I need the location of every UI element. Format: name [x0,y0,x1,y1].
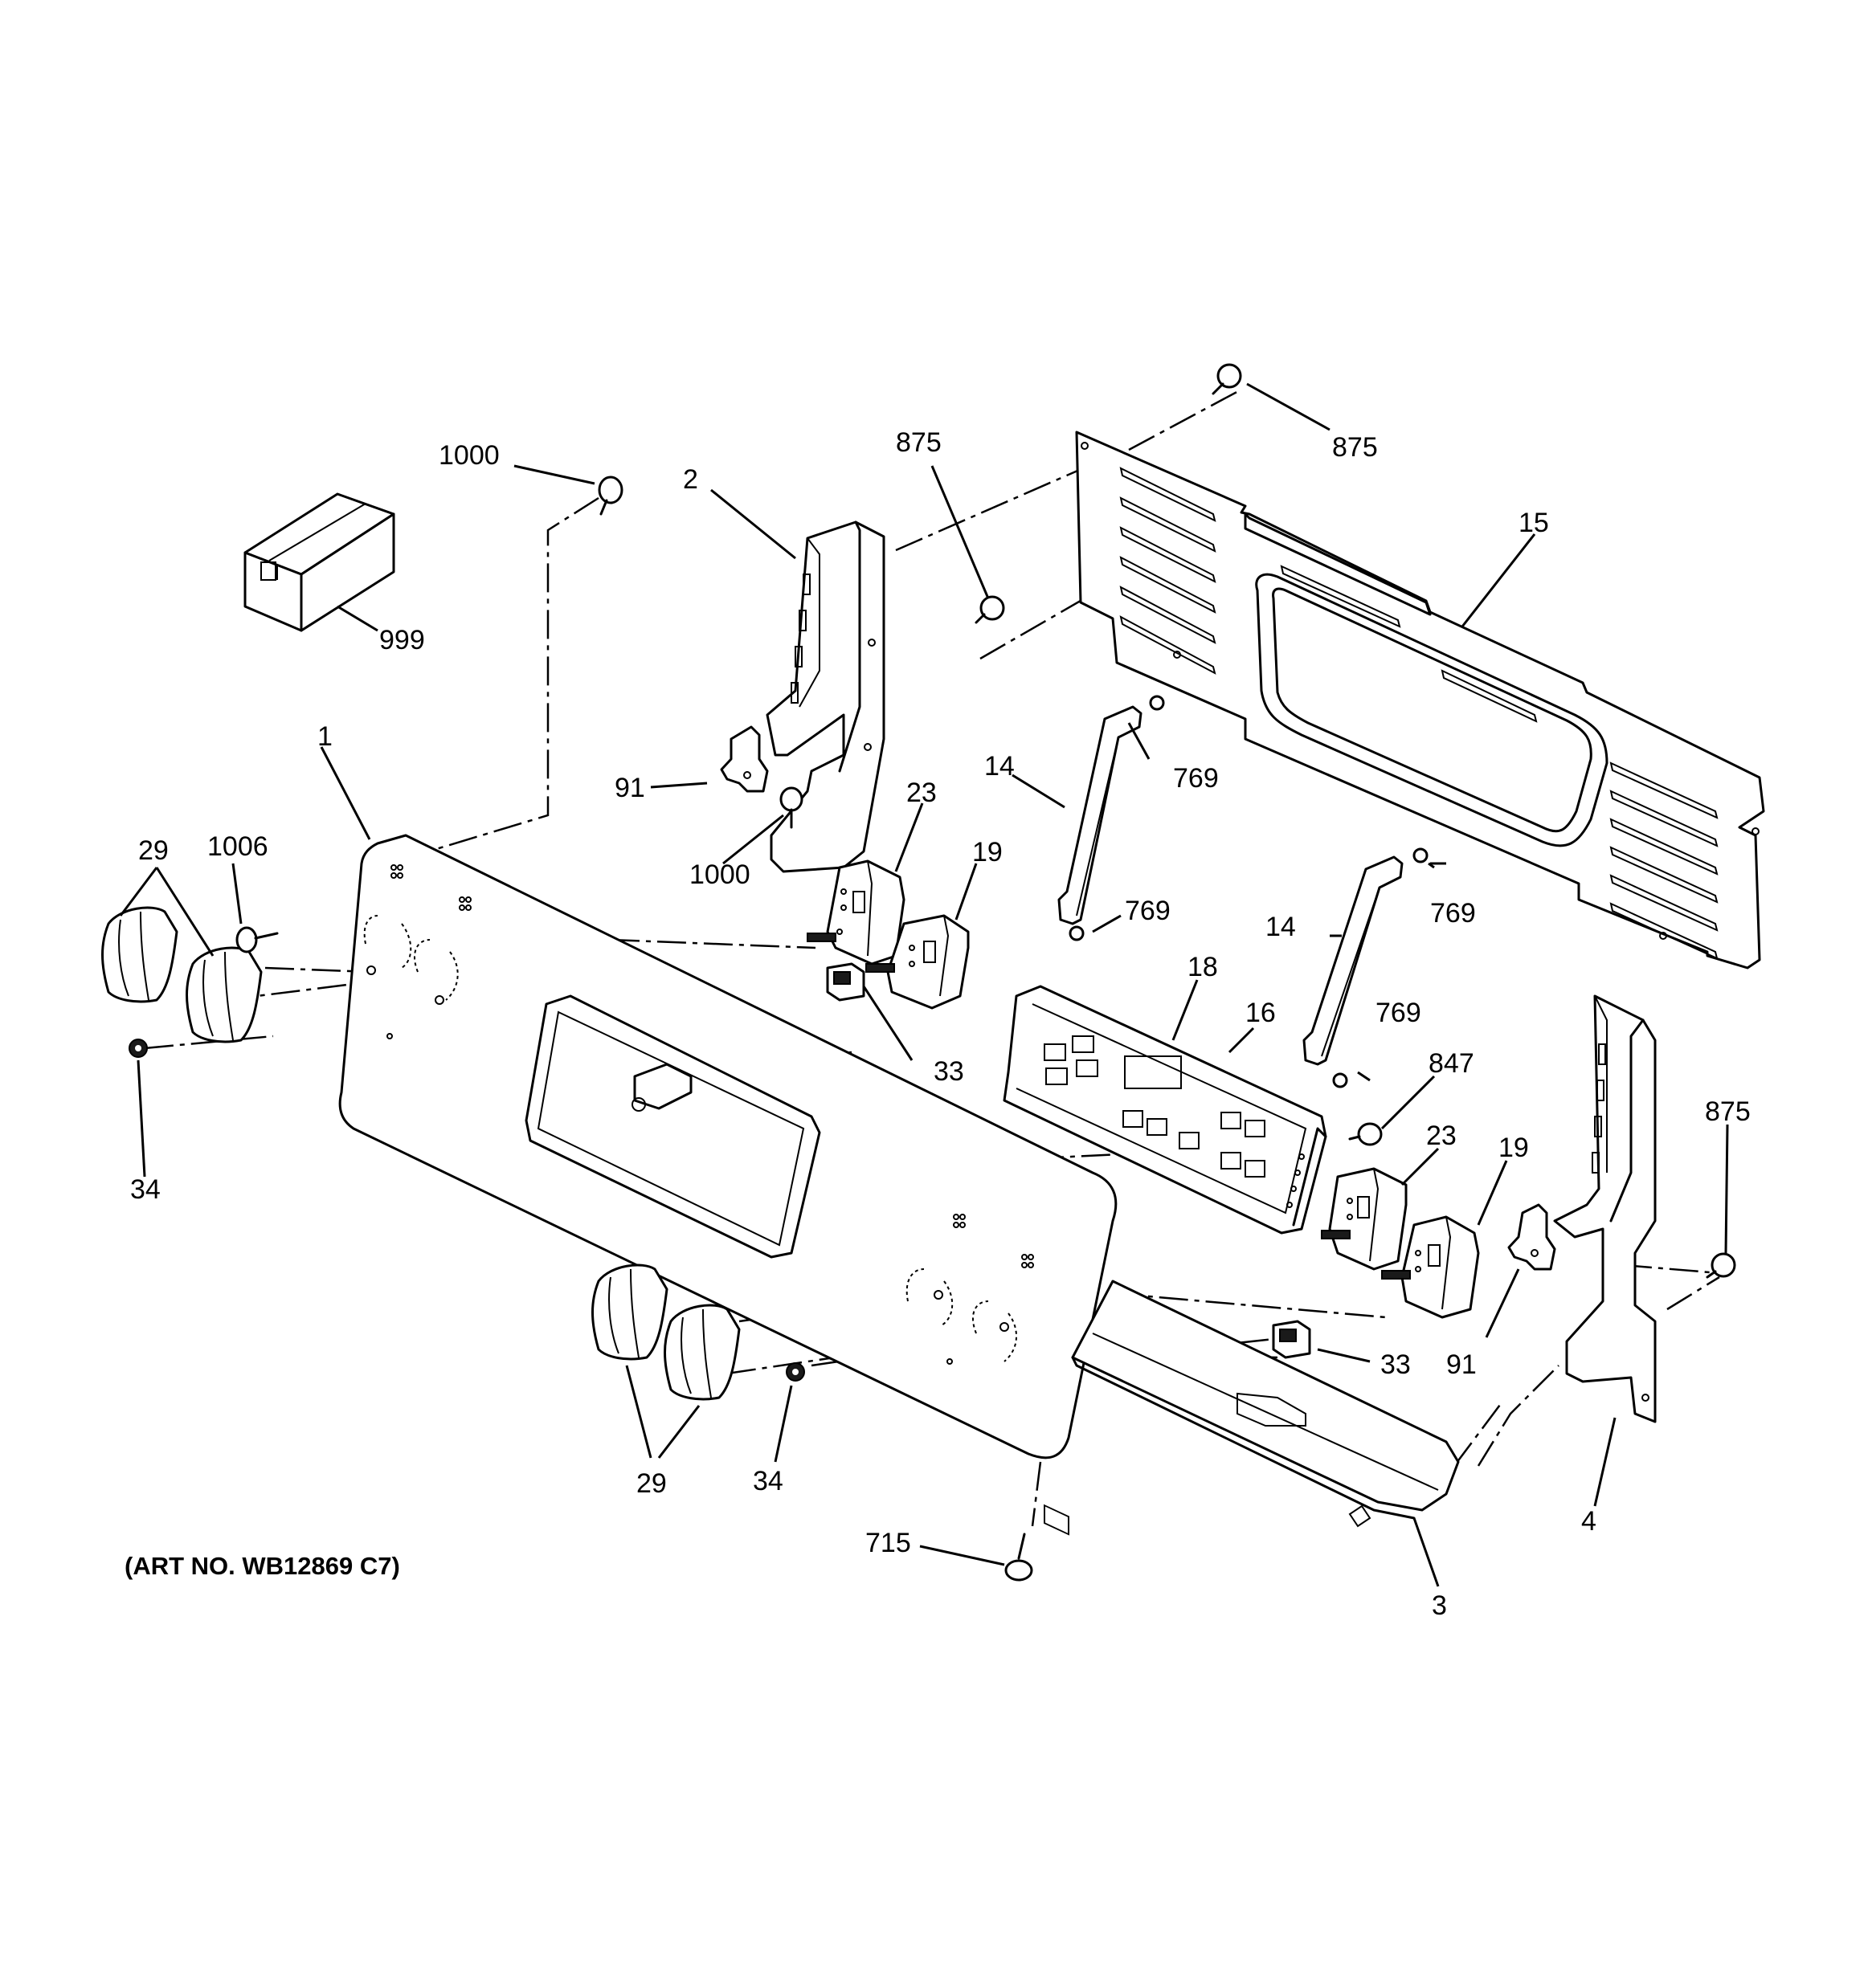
part-34-spring-right [786,1362,805,1382]
part-3-trim-rail [1071,1280,1460,1528]
part-33-light-lower [1272,1320,1311,1359]
part-1006-screw [235,926,279,953]
callout-4: 4 [1581,1506,1596,1537]
part-875-screw-top [1212,363,1242,395]
callout-769-lower: 769 [1375,998,1421,1028]
callout-769-mid-right: 769 [1430,898,1476,929]
callout-14-lower: 14 [1265,912,1296,942]
callout-1000-lower: 1000 [689,859,750,890]
callout-15: 15 [1519,508,1549,538]
console-knob-markings-left [363,864,472,1039]
art-number: (ART NO. WB12869 C7) [125,1552,400,1580]
callout-715: 715 [865,1528,911,1558]
callout-34-left: 34 [130,1174,161,1205]
console-knob-markings-right [905,1214,1034,1365]
callout-14-upper: 14 [984,751,1015,782]
callout-875-top: 875 [896,427,942,458]
part-91-clip-upper [720,725,769,793]
part-769-nuts [1069,695,1429,1088]
callout-999: 999 [379,625,425,655]
part-23-switch-lower [1321,1167,1408,1271]
part-847-screw [1348,1122,1383,1146]
part-875-screw-mid [975,595,1005,624]
callout-1006: 1006 [207,831,268,862]
part-999-carton [243,492,395,632]
callout-91-lower: 91 [1446,1349,1477,1380]
part-14-bracket-left [1057,705,1142,925]
callout-1: 1 [317,721,333,752]
callout-23-lower: 23 [1426,1121,1457,1151]
part-19-switch-upper [865,914,970,1010]
callout-33-upper: 33 [934,1056,964,1087]
rear-panel-louvers-right [1609,761,1719,960]
callout-875-rear: 875 [1332,432,1378,463]
callout-34-right: 34 [753,1466,783,1496]
leader-lines [119,382,1729,1587]
callout-16: 16 [1245,998,1276,1028]
part-14-bracket-right [1302,855,1404,1066]
part-875-screw-right [1706,1252,1736,1279]
part-19-switch-lower [1381,1215,1480,1319]
callout-19-lower: 19 [1498,1133,1529,1163]
rear-panel-louvers-left [1119,467,1216,675]
part-16-control-board [1003,985,1327,1536]
part-715-screw [1004,1533,1033,1582]
part-23-switch-upper [807,859,905,965]
callout-labels: 1000 2 875 875 15 999 1 91 23 19 14 769 … [130,427,1751,1621]
part-15-rear-panel [1075,431,1765,970]
part-29-knob-2 [186,946,263,1043]
callout-29-right: 29 [636,1468,667,1499]
callout-23-upper: 23 [906,778,937,808]
callout-2: 2 [683,464,698,495]
callout-875-right: 875 [1705,1096,1751,1127]
part-29-knob-1 [101,906,178,1003]
part-1000-screw-upper [598,476,623,516]
callout-33-lower: 33 [1380,1349,1411,1380]
callout-1000-upper: 1000 [439,440,500,471]
callout-769-mid-left: 769 [1125,896,1171,926]
callout-29-left: 29 [138,835,169,866]
callout-847: 847 [1429,1048,1474,1079]
part-29-knob-4 [664,1304,741,1401]
part-29-knob-3 [591,1263,668,1361]
callout-3: 3 [1432,1590,1447,1621]
callout-19-upper: 19 [972,837,1003,867]
part-34-spring-left [129,1039,148,1058]
part-91-clip-lower [1507,1203,1556,1271]
rear-panel-louvers-center [1280,565,1538,723]
part-4-right-end-cap [1553,994,1657,1423]
part-33-light-upper [826,962,865,1002]
callout-18: 18 [1187,952,1218,982]
callout-91-upper: 91 [615,773,645,803]
part-2-left-end-cap [766,520,885,873]
callout-769-upper: 769 [1173,763,1219,794]
part-1-console [338,834,1118,1459]
part-1000-screw-lower [779,786,803,829]
